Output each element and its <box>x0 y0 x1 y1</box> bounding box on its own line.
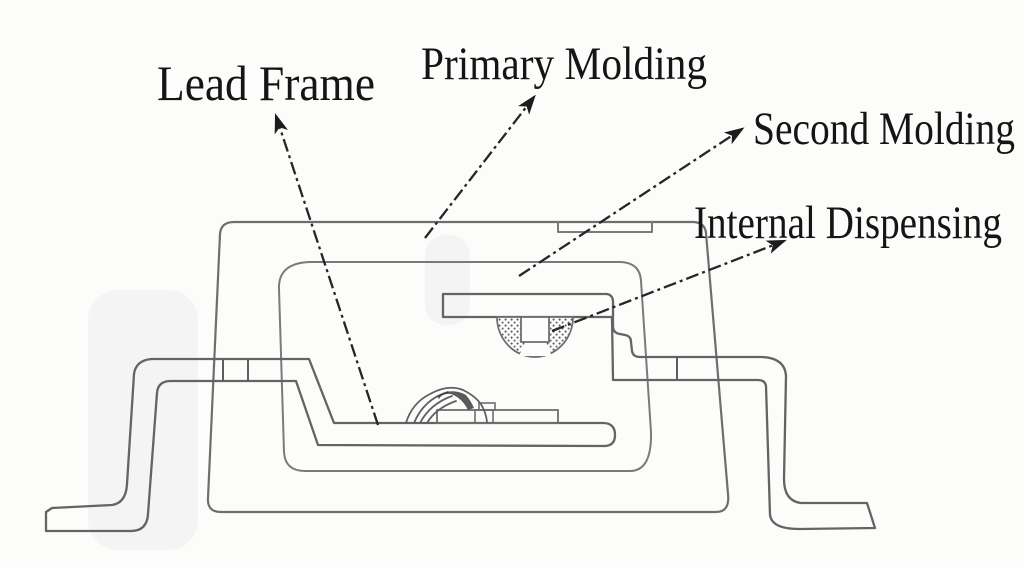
scan-smudge-left <box>88 290 198 550</box>
label-primary-molding: Primary Molding <box>421 38 707 90</box>
primary-molding-arrow <box>424 94 536 239</box>
dome-clear-zone <box>519 340 552 356</box>
lead-frame-arrow <box>274 113 380 426</box>
leadframe-right <box>441 292 877 531</box>
leadframe-left-outline <box>44 357 617 533</box>
internal-dispensing-arrow <box>551 239 787 333</box>
wire-cluster-shading <box>437 391 474 410</box>
second-molding-outline <box>277 261 653 472</box>
top-die-chip <box>520 316 550 343</box>
scan-smudge-center <box>425 235 470 325</box>
die-plate <box>436 409 559 424</box>
top-notch <box>557 221 653 233</box>
die-blob-outline <box>405 386 488 424</box>
dispensing-dome <box>496 316 574 358</box>
leadframe-left <box>44 357 617 533</box>
bottom-die-assembly <box>405 386 559 424</box>
bond-wire-2 <box>419 395 453 424</box>
die-step <box>478 402 496 411</box>
label-internal-dispensing: Internal Dispensing <box>694 197 1002 249</box>
primary-molding-outline <box>206 220 730 514</box>
second-molding-arrow <box>518 127 745 277</box>
leadframe-right-outline <box>441 292 877 531</box>
label-second-molding: Second Molding <box>753 103 1015 155</box>
label-lead-frame: Lead Frame <box>157 55 375 111</box>
bond-wire-3 <box>426 400 457 424</box>
